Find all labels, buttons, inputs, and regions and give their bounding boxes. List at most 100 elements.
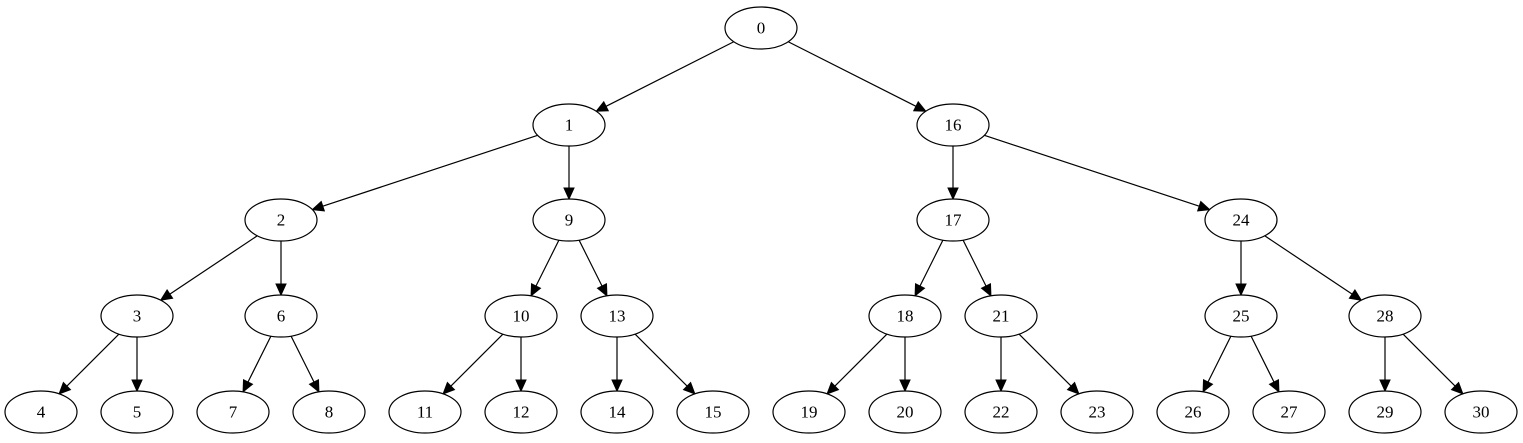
arrowhead	[980, 282, 992, 297]
node-ellipse	[388, 390, 462, 434]
edge-line	[787, 41, 917, 107]
node-ellipse	[580, 390, 654, 434]
arrowhead	[308, 378, 320, 393]
node-5: 5	[100, 390, 174, 434]
edge-28-30	[1402, 333, 1464, 395]
node-ellipse	[484, 294, 558, 338]
edge-line	[1402, 333, 1456, 387]
arrowhead	[1450, 381, 1464, 395]
arrowhead	[595, 100, 610, 112]
edge-10-11	[442, 333, 504, 395]
edge-line	[1264, 235, 1353, 295]
node-label: 2	[277, 211, 286, 230]
node-ellipse	[484, 390, 558, 434]
node-label: 29	[1377, 403, 1394, 422]
node-8: 8	[292, 390, 366, 434]
edge-0-16	[787, 41, 927, 112]
node-21: 21	[964, 294, 1038, 338]
edge-21-23	[1018, 333, 1080, 395]
arrowhead	[159, 289, 174, 301]
arrowhead	[1379, 379, 1391, 393]
arrowhead	[311, 200, 326, 212]
node-25: 25	[1204, 294, 1278, 338]
edge-line	[962, 239, 987, 287]
edge-13-14	[611, 337, 623, 393]
arrowhead	[914, 282, 926, 297]
node-30: 30	[1444, 390, 1518, 434]
edge-line	[605, 41, 735, 107]
node-label: 15	[705, 403, 722, 422]
node-16: 16	[916, 103, 990, 147]
arrowhead	[242, 378, 254, 393]
arrowhead	[1348, 289, 1363, 301]
node-ellipse	[244, 198, 318, 242]
node-label: 1	[565, 116, 574, 135]
node-27: 27	[1252, 390, 1326, 434]
node-label: 17	[945, 211, 963, 230]
arrowhead	[826, 381, 840, 395]
arrowhead	[1268, 378, 1280, 393]
arrowhead	[596, 282, 608, 297]
node-ellipse	[916, 198, 990, 242]
node-label: 28	[1377, 307, 1394, 326]
arrowhead	[1066, 381, 1080, 395]
node-label: 18	[897, 307, 914, 326]
node-ellipse	[196, 390, 270, 434]
edge-line	[66, 333, 120, 387]
node-label: 3	[133, 307, 142, 326]
node-14: 14	[580, 390, 654, 434]
edge-line	[1018, 333, 1072, 387]
edge-21-22	[995, 337, 1007, 393]
node-label: 4	[37, 403, 46, 422]
node-ellipse	[964, 294, 1038, 338]
node-17: 17	[916, 198, 990, 242]
node-28: 28	[1348, 294, 1422, 338]
edge-1-9	[563, 146, 575, 201]
edge-28-29	[1379, 337, 1391, 393]
edge-line	[290, 335, 315, 383]
node-label: 24	[1233, 211, 1251, 230]
node-ellipse	[532, 198, 606, 242]
edge-1-2	[311, 134, 538, 212]
node-label: 13	[609, 307, 626, 326]
node-label: 10	[513, 307, 530, 326]
edge-2-6	[275, 241, 287, 297]
arrowhead	[515, 379, 527, 393]
node-ellipse	[100, 390, 174, 434]
node-ellipse	[1204, 294, 1278, 338]
node-7: 7	[196, 390, 270, 434]
edge-line	[1207, 335, 1232, 383]
arrowhead	[530, 282, 542, 297]
node-26: 26	[1156, 390, 1230, 434]
node-ellipse	[676, 390, 750, 434]
arrowhead	[131, 379, 143, 393]
edge-line	[919, 239, 944, 287]
node-19: 19	[772, 390, 846, 434]
node-ellipse	[4, 390, 78, 434]
arrowhead	[899, 379, 911, 393]
arrowhead	[1235, 283, 1247, 297]
node-label: 7	[229, 403, 238, 422]
node-29: 29	[1348, 390, 1422, 434]
edge-10-12	[515, 337, 527, 393]
edge-line	[247, 335, 272, 383]
node-ellipse	[1348, 390, 1422, 434]
edge-line	[169, 235, 258, 295]
node-20: 20	[868, 390, 942, 434]
node-ellipse	[1060, 390, 1134, 434]
arrowhead	[682, 381, 696, 395]
edge-24-28	[1264, 235, 1363, 301]
node-label: 22	[993, 403, 1010, 422]
node-label: 9	[565, 211, 574, 230]
arrowhead	[275, 283, 287, 297]
node-18: 18	[868, 294, 942, 338]
node-label: 5	[133, 403, 142, 422]
node-10: 10	[484, 294, 558, 338]
arrowhead	[947, 187, 959, 201]
node-label: 23	[1089, 403, 1106, 422]
edge-line	[578, 239, 603, 287]
arrowhead	[442, 381, 456, 395]
edge-line	[984, 134, 1200, 207]
edge-16-24	[984, 134, 1211, 212]
node-ellipse	[772, 390, 846, 434]
